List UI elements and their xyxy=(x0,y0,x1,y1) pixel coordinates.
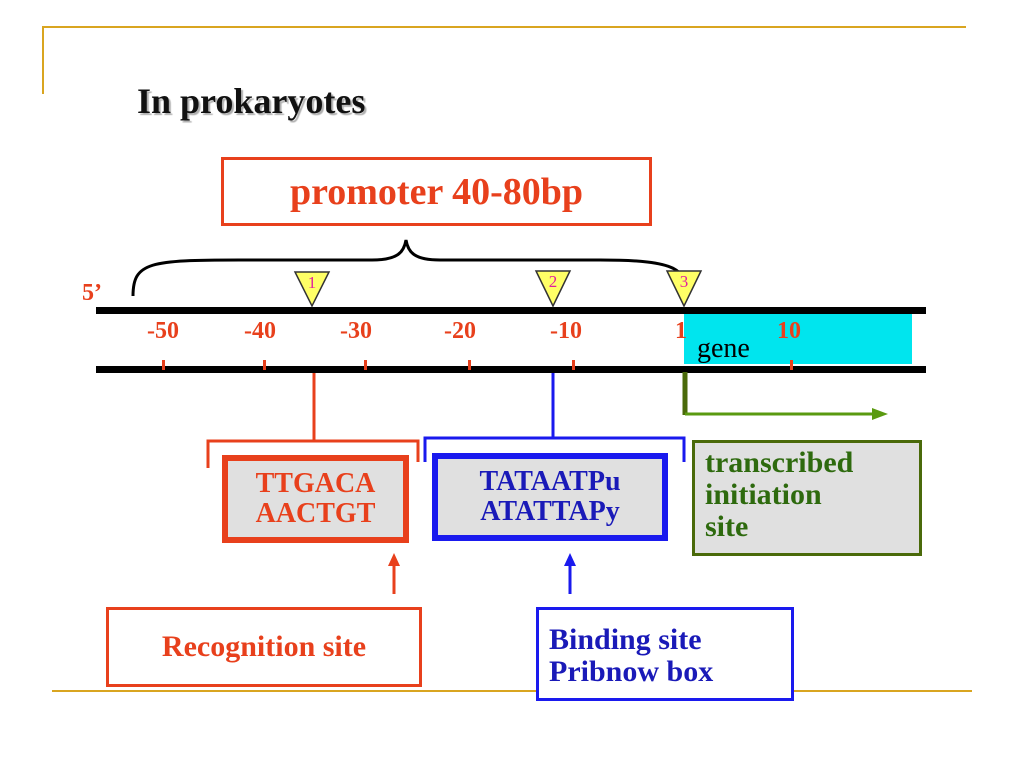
position-label-1: 1 xyxy=(675,318,687,344)
decorative-bottom-rule xyxy=(52,690,972,692)
marker-3-triangle xyxy=(665,270,703,308)
binding-site-box: Binding site Pribnow box xyxy=(536,607,794,701)
binding-bracket xyxy=(423,436,686,462)
position-tick xyxy=(468,360,471,370)
binding-consensus-line-2: ATATTAPy xyxy=(480,496,620,527)
recognition-site-box: Recognition site xyxy=(106,607,422,687)
decorative-left-rule xyxy=(42,26,44,94)
position-tick xyxy=(364,360,367,370)
marker-3-label: 3 xyxy=(680,272,689,291)
binding-site-line-1: Binding site xyxy=(549,623,702,656)
promoter-label: promoter 40-80bp xyxy=(289,170,584,213)
recognition-site-label: Recognition site xyxy=(161,630,367,663)
transcribed-line-3: site xyxy=(705,510,749,543)
binding-up-arrow-head xyxy=(564,553,576,566)
binding-consensus-line-1: TATAATPu xyxy=(479,466,621,497)
gene-region xyxy=(684,313,912,364)
transcribed-initiation-site-box: transcribed initiation site xyxy=(692,440,922,556)
position-tick xyxy=(162,360,165,370)
position-tick xyxy=(263,360,266,370)
decorative-top-rule xyxy=(42,26,966,28)
marker-2-triangle xyxy=(534,270,572,308)
recognition-consensus-box: TTGACA AACTGT xyxy=(222,455,409,543)
position-tick xyxy=(790,360,793,370)
recognition-consensus-line-2: AACTGT xyxy=(255,498,376,529)
slide-title: In prokaryotes xyxy=(137,81,366,121)
recognition-consensus-line-1: TTGACA xyxy=(255,468,376,499)
marker-2-label: 2 xyxy=(549,272,558,291)
position-label-minus-20: -20 xyxy=(444,318,476,344)
recognition-up-arrow-head xyxy=(388,553,400,566)
recognition-bracket xyxy=(206,439,420,468)
gene-label: gene xyxy=(697,333,750,364)
marker-1-label: 1 xyxy=(308,273,317,292)
binding-consensus-box: TATAATPu ATATTAPy xyxy=(432,453,668,541)
position-label-10: 10 xyxy=(777,318,801,344)
promoter-label-box: promoter 40-80bp xyxy=(221,157,652,226)
binding-site-line-2: Pribnow box xyxy=(549,655,714,688)
transcribed-line-2: initiation xyxy=(705,478,822,511)
transcribed-line-1: transcribed xyxy=(705,446,854,479)
dna-strand-bottom xyxy=(96,366,926,373)
position-label-minus-30: -30 xyxy=(340,318,372,344)
position-label-minus-10: -10 xyxy=(550,318,582,344)
position-label-minus-40: -40 xyxy=(244,318,276,344)
position-tick xyxy=(572,360,575,370)
promoter-brace xyxy=(131,239,688,297)
position-label-minus-50: -50 xyxy=(147,318,179,344)
marker-1-triangle xyxy=(293,271,331,308)
five-prime-label: 5’ xyxy=(82,280,102,306)
dna-strand-top xyxy=(96,307,926,314)
transcription-arrow-head xyxy=(872,408,888,420)
